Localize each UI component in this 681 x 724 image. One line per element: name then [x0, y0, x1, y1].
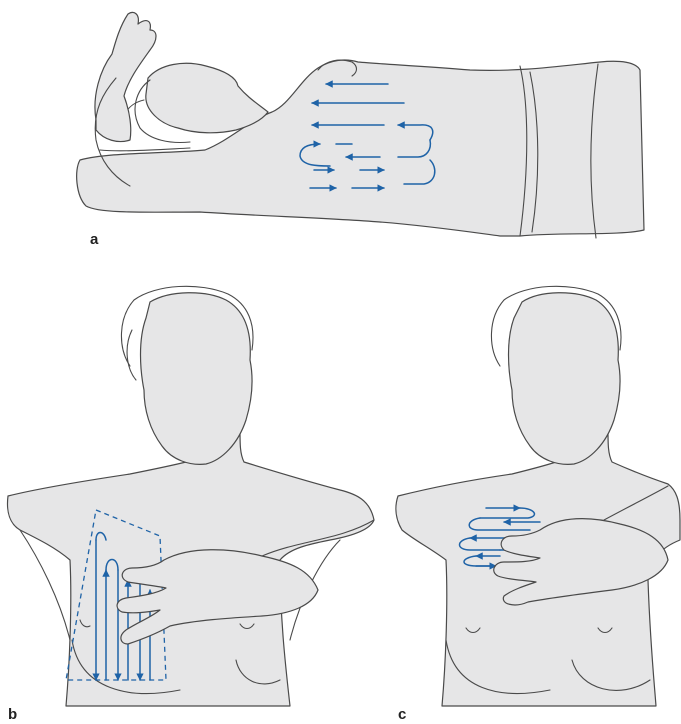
- panel-label-b: b: [8, 706, 17, 723]
- panel-a-figure: [77, 12, 644, 238]
- panel-label-a: a: [90, 231, 98, 248]
- panel-a-head: [146, 63, 268, 132]
- panel-b-figure: [8, 286, 375, 706]
- panel-b-head: [141, 293, 253, 465]
- panel-c-figure: [396, 286, 680, 706]
- panel-label-c: c: [398, 706, 406, 723]
- panel-c-head: [509, 293, 621, 465]
- panel-a-arm: [95, 12, 156, 141]
